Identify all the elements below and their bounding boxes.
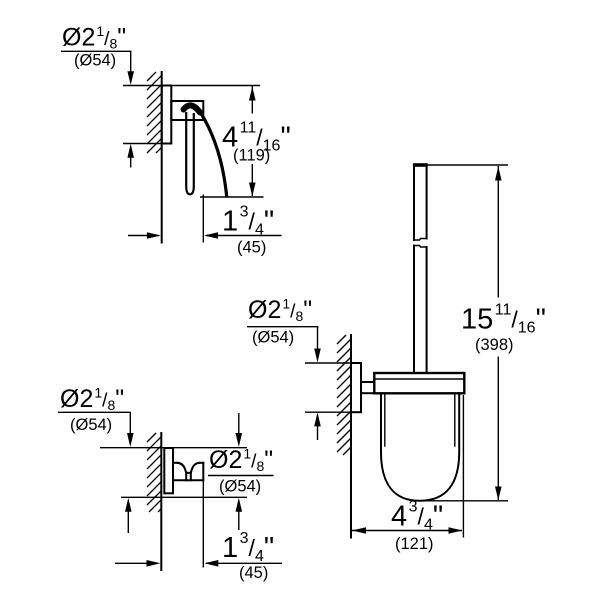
break-mark-lower: [413, 244, 428, 248]
dim-label-hook-diameter: Ø21/8": [209, 446, 273, 475]
dim-arrow-down: [127, 433, 134, 447]
wall-hatch: [336, 334, 352, 456]
drawing-toilet-brush-set: Ø21/8" (Ø54) 1511/16" (398) 43/4" (121): [247, 163, 546, 553]
hatch-line: [336, 428, 352, 444]
metric-label-depth: (45): [237, 239, 266, 257]
dim-arrow-up: [125, 497, 132, 512]
dim-arrow-down: [314, 348, 321, 363]
hatch-line: [146, 137, 163, 154]
hatch-line: [336, 437, 352, 453]
dim-arrow-up: [314, 412, 321, 427]
hatch-line: [342, 446, 352, 456]
hook-curve-left: [176, 461, 188, 475]
hatch-line: [146, 481, 162, 497]
hatch-line: [336, 374, 352, 390]
dim-label-width: 43/4": [391, 499, 443, 534]
hook-body: [172, 461, 205, 482]
dim-arrow-down: [235, 433, 243, 447]
metric-label-diameter: (Ø54): [74, 52, 116, 70]
dim-arrow-up: [495, 166, 502, 181]
wall-hatch: [146, 432, 162, 513]
hatch-line: [336, 365, 352, 381]
hatch-line: [336, 392, 352, 408]
hatch-line: [336, 383, 352, 399]
dim-arrow-right: [448, 527, 463, 534]
metric-label-hook-diameter: (Ø54): [219, 478, 261, 496]
hatch-line: [336, 419, 352, 435]
dim-arrow-down: [249, 182, 256, 197]
hatch-line: [146, 71, 157, 82]
hatch-line: [336, 338, 352, 354]
dim-label-depth: 13/4": [222, 204, 274, 239]
metric-label-height: (398): [475, 336, 514, 354]
metric-label-plate-diameter: (Ø54): [252, 329, 294, 347]
drawing-toilet-paper-holder: Ø21/8" (Ø54) 411/16" (119) 13/4" (45): [61, 23, 291, 257]
dim-arrow-up: [127, 143, 134, 158]
hatch-line: [155, 146, 163, 154]
metric-label-height: (119): [233, 147, 270, 165]
dim-label-height: 1511/16": [461, 302, 546, 337]
dim-label-plate-diameter: Ø21/8": [60, 385, 124, 414]
metric-label-depth: (45): [239, 564, 268, 582]
drawing-robe-hook: Ø21/8" (Ø54) Ø21/8" (Ø54) 13/4" (45): [58, 385, 282, 582]
dim-label-plate-diameter: Ø21/8": [248, 296, 312, 325]
glass-cup-outer: [380, 392, 461, 502]
dim-label-diameter: Ø21/8": [62, 23, 126, 52]
dim-arrow-left: [204, 232, 218, 239]
hatch-line: [336, 334, 347, 345]
hook-curve-right: [189, 461, 201, 475]
flap-inner-loop: [185, 112, 195, 196]
hatch-line: [146, 74, 163, 91]
dim-arrow-left: [204, 560, 219, 567]
dim-arrow-right: [146, 232, 161, 239]
metric-label-width: (121): [395, 535, 434, 553]
dim-arrow-down: [495, 486, 502, 501]
hatch-line: [146, 463, 162, 479]
mounting-plate: [160, 84, 173, 145]
hatch-line: [146, 110, 163, 127]
hatch-line: [146, 436, 162, 452]
hatch-line: [146, 490, 162, 506]
hatch-line: [148, 499, 162, 513]
dim-arrow-down: [127, 71, 134, 85]
wall-hatch: [146, 71, 163, 154]
holder-collar: [373, 371, 466, 395]
dim-arrow-up: [249, 86, 256, 101]
mounting-plate: [163, 447, 175, 495]
dim-label-height: 411/16": [222, 120, 291, 155]
hatch-line: [146, 92, 163, 109]
metric-label-plate-diameter: (Ø54): [70, 416, 112, 434]
hatch-line: [146, 128, 163, 145]
hatch-line: [146, 472, 162, 488]
dim-label-depth: 13/4": [222, 530, 274, 565]
hatch-line: [336, 347, 352, 363]
hatch-line: [146, 83, 163, 100]
hatch-line: [336, 401, 352, 417]
hatch-line: [146, 119, 163, 136]
hatch-line: [146, 101, 163, 118]
flap-pivot: [180, 102, 203, 116]
hatch-line: [336, 356, 352, 372]
dim-arrow-up: [235, 497, 243, 512]
hatch-line: [146, 445, 162, 461]
break-mark-upper: [413, 237, 428, 241]
mounting-plate: [350, 362, 362, 414]
hatch-line: [157, 508, 162, 513]
hatch-line: [336, 410, 352, 426]
hatch-line: [146, 454, 162, 470]
dim-arrow-right: [146, 560, 161, 567]
flap-outer-curve: [198, 110, 229, 198]
hatch-line: [146, 432, 157, 443]
dim-arrow-left: [352, 527, 366, 534]
